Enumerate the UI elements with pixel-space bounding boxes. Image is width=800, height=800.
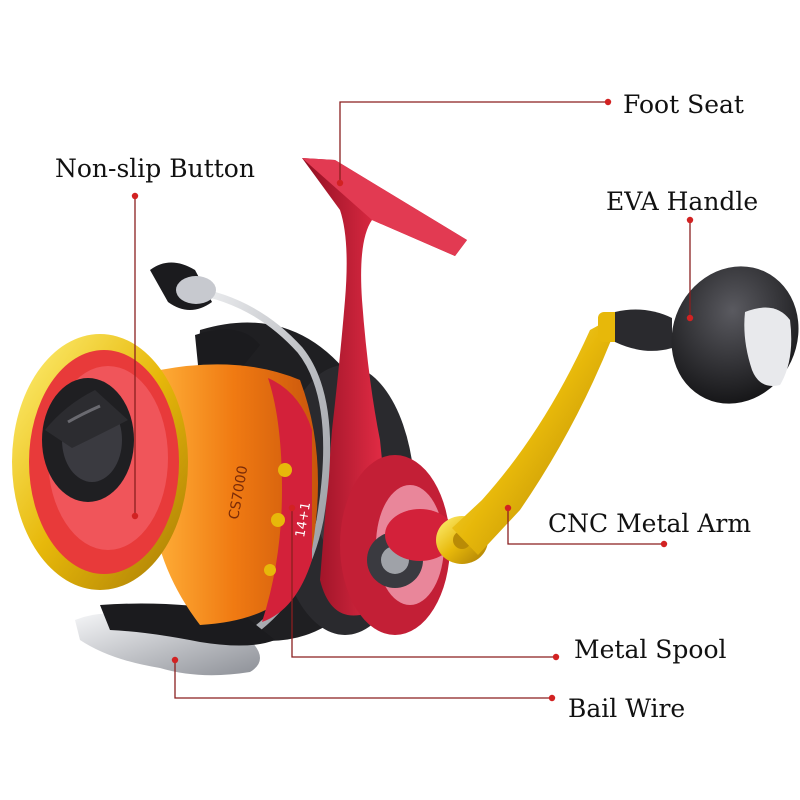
non-slip-button-label: Non-slip Button xyxy=(55,154,255,183)
foot-seat-label: Foot Seat xyxy=(623,90,744,119)
metal-spool: CS7000 14+1 xyxy=(150,364,318,625)
bail-wire-leader xyxy=(174,660,552,699)
spool-cap xyxy=(12,334,188,590)
foot-seat-dot-label xyxy=(604,98,612,106)
foot-seat xyxy=(302,158,467,616)
bearing-count-engraving: 14+1 xyxy=(293,501,314,539)
metal-spool-dot-target xyxy=(288,504,296,512)
cnc-metal-arm-leader xyxy=(507,508,664,545)
bail-wire-dot-target xyxy=(171,656,179,664)
bail-wire-dot-label xyxy=(548,694,556,702)
foot-seat-leader xyxy=(339,101,608,183)
eva-handle-label: EVA Handle xyxy=(606,187,759,216)
cnc-metal-arm-label: CNC Metal Arm xyxy=(548,509,752,538)
eva-handle-knob xyxy=(615,266,799,404)
cnc-metal-arm-dot-label xyxy=(660,540,668,548)
foot-seat-dot-target xyxy=(336,179,344,187)
cnc-metal-arm-dot-target xyxy=(504,504,512,512)
metal-spool-dot-label xyxy=(552,653,560,661)
non-slip-button-dot-target xyxy=(131,512,139,520)
eva-handle-dot-top xyxy=(686,216,694,224)
leader-dots xyxy=(131,98,694,702)
non-slip-button-dot-top xyxy=(131,192,139,200)
metal-spool-label: Metal Spool xyxy=(574,635,727,664)
leader-lines xyxy=(134,101,691,699)
eva-handle-dot-target xyxy=(686,314,694,322)
bail-wire-label: Bail Wire xyxy=(568,694,686,723)
metal-spool-leader xyxy=(291,508,556,658)
